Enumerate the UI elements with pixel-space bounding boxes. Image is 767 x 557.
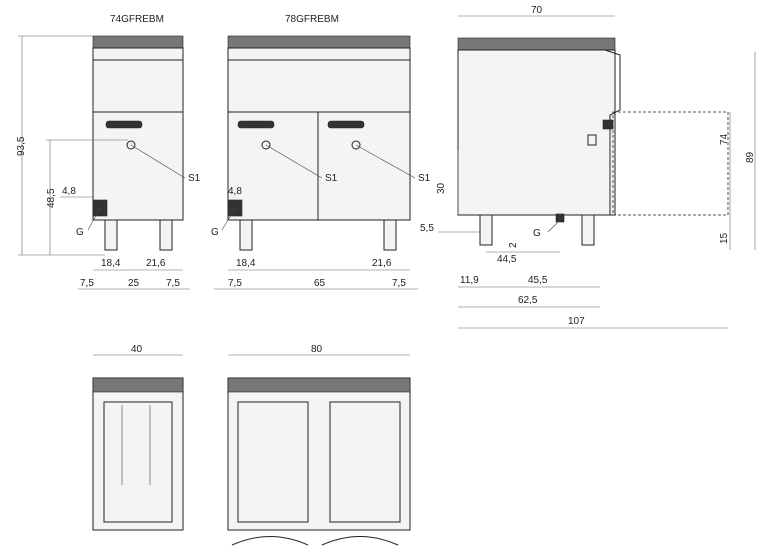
top-grate-large [227, 377, 411, 393]
burner-s1-symbol-b [351, 140, 361, 150]
top-view-small: 40 [92, 344, 184, 531]
dim-right-foot: 21,6 [146, 258, 166, 269]
s1-label-right-a: S1 [325, 173, 338, 184]
door-handle-left [237, 120, 275, 129]
side-leg-front [479, 214, 493, 246]
side-gas-fitting [555, 213, 565, 223]
top-grate-small [92, 377, 184, 393]
dim-margin-right: 7,5 [166, 278, 180, 289]
fryer-tank-small [103, 401, 173, 523]
dim-width-large: 80 [311, 344, 323, 355]
leg-right-right [383, 219, 397, 251]
model-label-left: 74GFREBM [110, 14, 164, 25]
g-label-left: G [76, 227, 84, 238]
g-label-right: G [211, 227, 219, 238]
knob-arc-1 [231, 536, 309, 546]
door-handle [105, 120, 143, 129]
side-valve [587, 134, 597, 146]
dim-s1-height: 48,5 [46, 188, 57, 208]
dim-height-total: 89 [745, 151, 756, 163]
dim-dist-455: 45,5 [528, 275, 548, 286]
dim-left-foot: 18,4 [101, 258, 121, 269]
dim-offset-top: 4,8 [62, 186, 76, 197]
dim-right-foot-right: 21,6 [372, 258, 392, 269]
model-label-right: 78GFREBM [285, 14, 339, 25]
dim-total-height: 93,5 [16, 136, 27, 156]
side-g-leader [547, 219, 561, 233]
fryer-tank-b [329, 401, 401, 523]
dim-left-foot-right: 18,4 [236, 258, 256, 269]
upper-body [92, 59, 184, 113]
control-panel-right [227, 47, 411, 61]
door-handle-right [327, 120, 365, 129]
lower-door [92, 111, 184, 221]
top-view-large: 80 [227, 344, 411, 546]
grate-top [92, 35, 184, 49]
dim-dist-445: 44,5 [497, 254, 517, 265]
s1-label-left: S1 [188, 173, 201, 184]
front-view-74gfrebm: 74GFREBM S1 G 93,5 48,5 4,8 18,4 21,6 7,… [16, 14, 201, 290]
side-grate [457, 37, 616, 51]
dim-margin-left: 7,5 [80, 278, 94, 289]
front-view-78gfrebm: 78GFREBM S1 S1 G 4,8 18,4 21,6 7,5 65 7,… [211, 14, 431, 290]
dim-leg-15: 15 [719, 232, 730, 244]
dim-height-30: 30 [436, 182, 447, 194]
s1-leader [130, 144, 186, 179]
dim-width-small: 40 [131, 344, 143, 355]
leg-right [159, 219, 173, 251]
upper-body-right [227, 59, 411, 113]
dim-margin-left-right: 7,5 [228, 278, 242, 289]
dim-margin-right-right: 7,5 [392, 278, 406, 289]
burner-s1-symbol-a [261, 140, 271, 150]
side-view: 70 G 74 89 15 30 2 5,5 44,5 11,9 45,5 62… [420, 5, 756, 329]
dim-gas-2: 2 [508, 242, 519, 248]
side-body [457, 49, 616, 216]
control-panel [92, 47, 184, 61]
dim-dist-625: 62,5 [518, 295, 538, 306]
dim-dist-119: 11,9 [460, 275, 479, 286]
grate-top-right [227, 35, 411, 49]
s1-label-right-b: S1 [418, 173, 431, 184]
side-flue [604, 49, 621, 215]
leg-left [104, 219, 118, 251]
dim-inner-small: 25 [128, 278, 140, 289]
side-flue-outlet [602, 119, 614, 130]
g-leader-right [221, 207, 236, 231]
s1-leader-b [355, 144, 416, 179]
drawer-outline [612, 111, 729, 216]
dim-inner-large: 65 [314, 278, 326, 289]
top-body-small [92, 377, 184, 531]
lower-door-left [227, 111, 319, 221]
top-body-large [227, 377, 411, 531]
lower-door-right [317, 111, 411, 221]
knob-arc-2 [321, 536, 399, 546]
g-leader [87, 207, 101, 231]
fryer-tank-a [237, 401, 309, 523]
dim-height-body: 74 [719, 133, 730, 145]
dim-depth-top: 70 [531, 5, 543, 16]
dim-offset-55: 5,5 [420, 223, 434, 234]
dim-offset-top-right: 4,8 [228, 186, 242, 197]
leg-left-right [239, 219, 253, 251]
s1-leader-a [265, 144, 323, 179]
side-leg-back [581, 214, 595, 246]
burner-s1-symbol [126, 140, 136, 150]
side-g-label: G [533, 228, 541, 239]
dim-depth-total: 107 [568, 316, 585, 327]
